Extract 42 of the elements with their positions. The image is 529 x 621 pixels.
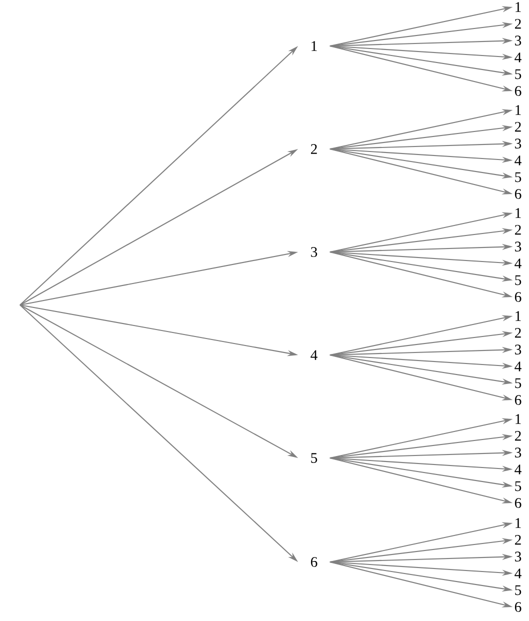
number-label: 6	[514, 189, 522, 199]
number-label: 3	[515, 344, 522, 355]
number-label: 5	[311, 453, 318, 463]
number-label: 1	[516, 208, 521, 218]
number-label: 4	[514, 568, 522, 578]
number-label: 1	[516, 2, 521, 12]
number-label: 4	[514, 52, 522, 62]
number-label: 6	[514, 86, 522, 96]
number-label: 6	[310, 557, 318, 567]
number-label: 3	[515, 448, 522, 458]
number-label: 5	[515, 481, 522, 492]
number-label: 2	[514, 328, 521, 338]
number-label: 5	[515, 275, 522, 286]
number-label: 1	[516, 105, 521, 115]
number-label: 5	[515, 69, 522, 80]
number-label: 2	[310, 144, 317, 154]
number-label: 5	[515, 172, 522, 182]
number-label: 4	[514, 362, 522, 372]
number-label: 2	[514, 534, 521, 545]
number-label: 3	[515, 242, 522, 252]
number-label: 2	[514, 224, 521, 235]
number-label: 3	[515, 36, 522, 46]
number-label: 1	[312, 41, 317, 51]
number-label: 6	[514, 602, 522, 612]
number-label: 6	[514, 498, 522, 508]
number-label: 2	[514, 430, 521, 441]
number-label: 4	[514, 156, 522, 166]
number-label: 6	[514, 292, 522, 302]
number-label: 3	[515, 138, 522, 149]
number-label: 3	[311, 247, 318, 257]
number-label: 5	[515, 585, 522, 596]
number-label: 2	[514, 122, 521, 132]
number-label: 1	[516, 414, 521, 424]
number-label: 4	[514, 258, 522, 268]
number-label: 3	[515, 552, 522, 562]
number-label: 6	[514, 395, 522, 405]
number-label: 1	[516, 518, 521, 528]
number-label: 4	[514, 464, 522, 474]
number-label: 5	[515, 378, 522, 388]
number-label: 4	[310, 350, 318, 360]
number-label: 2	[514, 18, 521, 29]
number-label: 1	[516, 311, 521, 321]
